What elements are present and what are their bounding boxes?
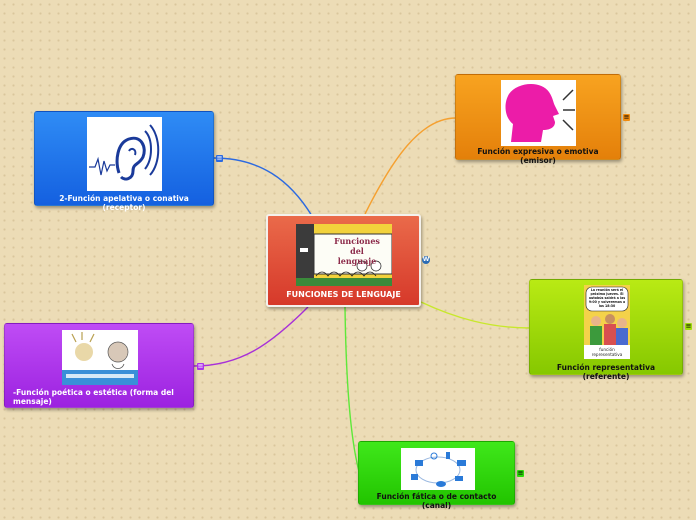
central-image-title: Funciones del lenguaje — [334, 236, 380, 266]
branch-node-poetica[interactable]: -Función poética o estética (forma del m… — [4, 323, 194, 408]
ear-icon — [89, 124, 160, 181]
branch-label-poetica: -Función poética o estética (forma del m… — [13, 388, 174, 406]
branch-label-emisor: Función expresiva o emotiva (emisor) — [477, 147, 599, 165]
poetic-function-image — [62, 330, 138, 385]
speaking-head-icon — [505, 83, 575, 142]
note-icon[interactable]: ≡ — [216, 154, 223, 162]
comic-speech-bubble: La reunión será el próximo jueves. El au… — [588, 288, 626, 308]
branch-node-emisor[interactable]: Función expresiva o emotiva (emisor) — [455, 74, 621, 165]
branch-label-fatica: Función fática o de contacto (canal) — [376, 492, 497, 510]
speaking-head-image — [501, 80, 576, 146]
central-topic-image: Funciones del lenguaje — [296, 224, 392, 286]
comic-people-icon — [584, 285, 630, 345]
branch-node-referente[interactable]: La reunión será el próximo jueves. El au… — [529, 279, 683, 381]
branch-label-receptor: 2-Función apelativa o conativa (receptor… — [59, 194, 189, 212]
note-icon[interactable]: ≡ — [623, 113, 630, 121]
note-icon[interactable]: ≡ — [197, 362, 204, 370]
branch-label-referente: Función representativa (referente) — [556, 363, 656, 381]
connector-referente — [420, 301, 531, 329]
listening-ear-image — [87, 117, 162, 191]
cartoon-illustration — [296, 224, 392, 286]
poet-illustration-icon — [62, 332, 138, 385]
representative-comic-image: La reunión será el próximo jueves. El au… — [584, 285, 630, 359]
central-topic-title: FUNCIONES DE LENGUAJE — [286, 290, 401, 299]
central-topic-node[interactable]: Funciones del lenguaje FUNCIONES DE LENG… — [266, 214, 421, 307]
wordpress-icon[interactable]: W — [422, 256, 430, 264]
note-icon[interactable]: ≡ — [685, 322, 692, 330]
connector-receptor — [213, 157, 313, 217]
connector-emisor — [364, 117, 457, 215]
branch-node-fatica[interactable]: Función fática o de contacto (canal) — [358, 441, 515, 510]
connector-fatica — [344, 306, 361, 476]
note-icon[interactable]: ≡ — [517, 469, 524, 477]
comic-caption: función representativa — [591, 347, 623, 357]
connector-poetica — [193, 306, 309, 367]
network-channels-icon — [411, 452, 466, 487]
contact-channel-image — [401, 448, 475, 490]
branch-node-receptor[interactable]: 2-Función apelativa o conativa (receptor… — [34, 111, 214, 212]
